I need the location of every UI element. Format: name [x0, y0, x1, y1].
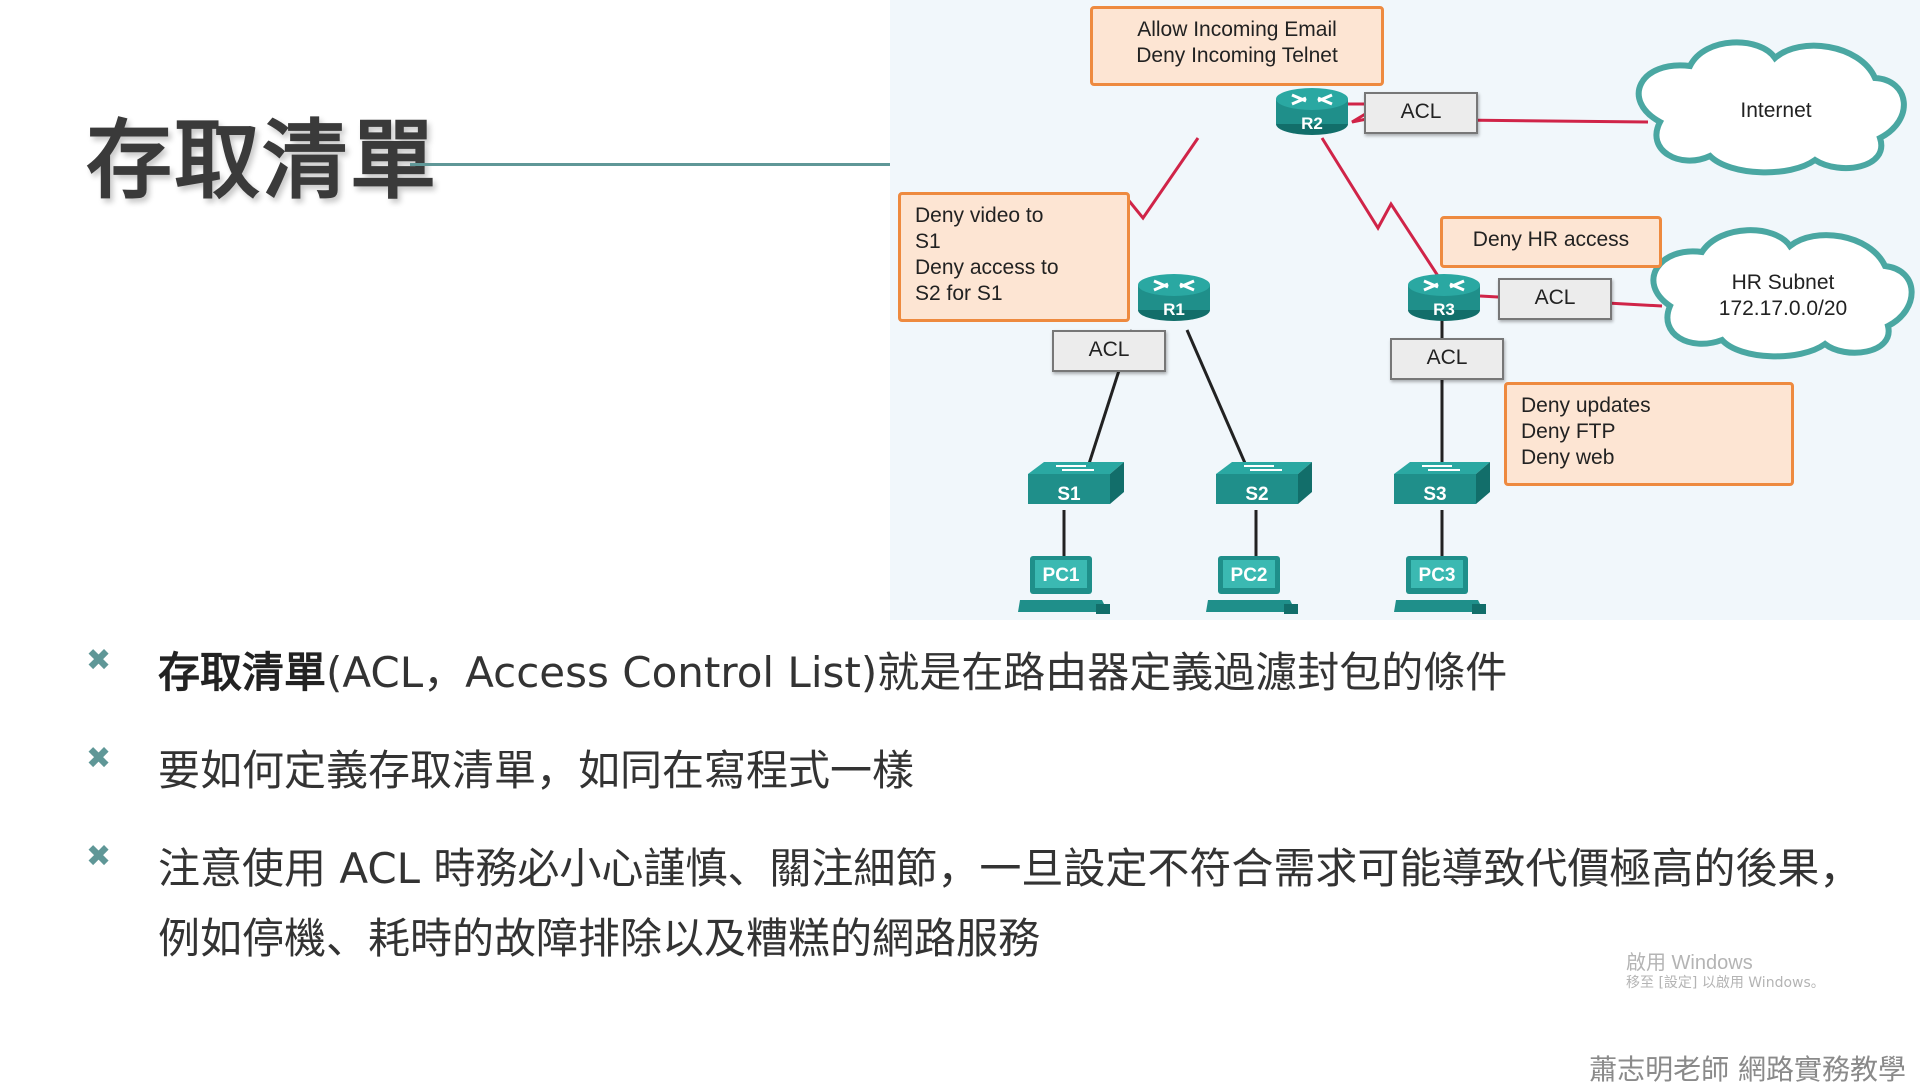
- bullet-text: (ACL，Access Control List)就是在路由器定義過濾封包的條件: [326, 648, 1508, 697]
- cloud-label-internet: Internet: [1740, 99, 1812, 122]
- acl-box-r2: ACL: [1364, 92, 1478, 134]
- link-r1-s2: [1185, 329, 1250, 471]
- slide-title: 存取清單: [86, 111, 438, 211]
- x-mark-icon: ✖: [86, 839, 112, 874]
- switch-label-s2: S2: [1245, 484, 1269, 505]
- bullet-text: 注意使用 ACL 時務必小心謹慎、關注細節，一旦設定不符合需求可能導致代價極高的…: [158, 844, 1862, 963]
- cloud-label-hr-subnet: HR Subnet 172.17.0.0/20: [1718, 271, 1848, 320]
- slide-title-reflection: 存取清單: [86, 156, 438, 182]
- bullet-item: ✖ 注意使用 ACL 時務必小心謹慎、關注細節，一旦設定不符合需求可能導致代價極…: [86, 834, 1886, 974]
- acl-box-r3-hr: ACL: [1498, 278, 1612, 320]
- router-label-r1: R1: [1163, 300, 1185, 319]
- note-r2-policy: Allow Incoming Email Deny Incoming Telne…: [1090, 6, 1384, 86]
- pc-label-pc1: PC1: [1042, 565, 1080, 586]
- activate-windows-watermark-title: 啟用 Windows: [1626, 952, 1753, 974]
- bullet-list: ✖ 存取清單(ACL，Access Control List)就是在路由器定義過…: [86, 638, 1886, 1002]
- switch-label-s1: S1: [1057, 484, 1081, 505]
- x-mark-icon: ✖: [86, 643, 112, 678]
- router-label-r2: R2: [1301, 114, 1323, 133]
- router-label-r3: R3: [1433, 300, 1455, 319]
- hr-subnet-cloud: [1650, 227, 1915, 360]
- note-r1-policy: Deny video to S1 Deny access to S2 for S…: [898, 192, 1130, 322]
- acl-box-r3-s3: ACL: [1390, 338, 1504, 380]
- note-s3-policy: Deny updates Deny FTP Deny web: [1504, 382, 1794, 486]
- footer-credit: 蕭志明老師 網路實務教學: [1589, 1053, 1906, 1086]
- bullet-item: ✖ 要如何定義存取清單，如同在寫程式一樣: [86, 736, 1886, 806]
- bullet-item: ✖ 存取清單(ACL，Access Control List)就是在路由器定義過…: [86, 638, 1886, 708]
- pc-label-pc2: PC2: [1230, 565, 1268, 586]
- switch-label-s3: S3: [1423, 484, 1447, 505]
- activate-windows-watermark-subtitle: 移至 [設定] 以啟用 Windows。: [1626, 975, 1825, 991]
- acl-network-diagram: R2 R1 R3 S1 S2 S3 PC1 PC2 PC3 Allow Inco…: [890, 0, 1920, 620]
- pc-label-pc3: PC3: [1418, 565, 1456, 586]
- link-r2-r3: [1320, 137, 1440, 277]
- title-rule: [410, 163, 890, 166]
- bullet-text: 要如何定義存取清單，如同在寫程式一樣: [158, 746, 915, 795]
- diagram-canvas: [1018, 39, 1915, 614]
- note-r3-hr-policy: Deny HR access: [1440, 216, 1662, 268]
- internet-cloud: [1635, 39, 1907, 176]
- x-mark-icon: ✖: [86, 741, 112, 776]
- acl-box-r1: ACL: [1052, 330, 1166, 372]
- bullet-bold-term: 存取清單: [158, 648, 327, 697]
